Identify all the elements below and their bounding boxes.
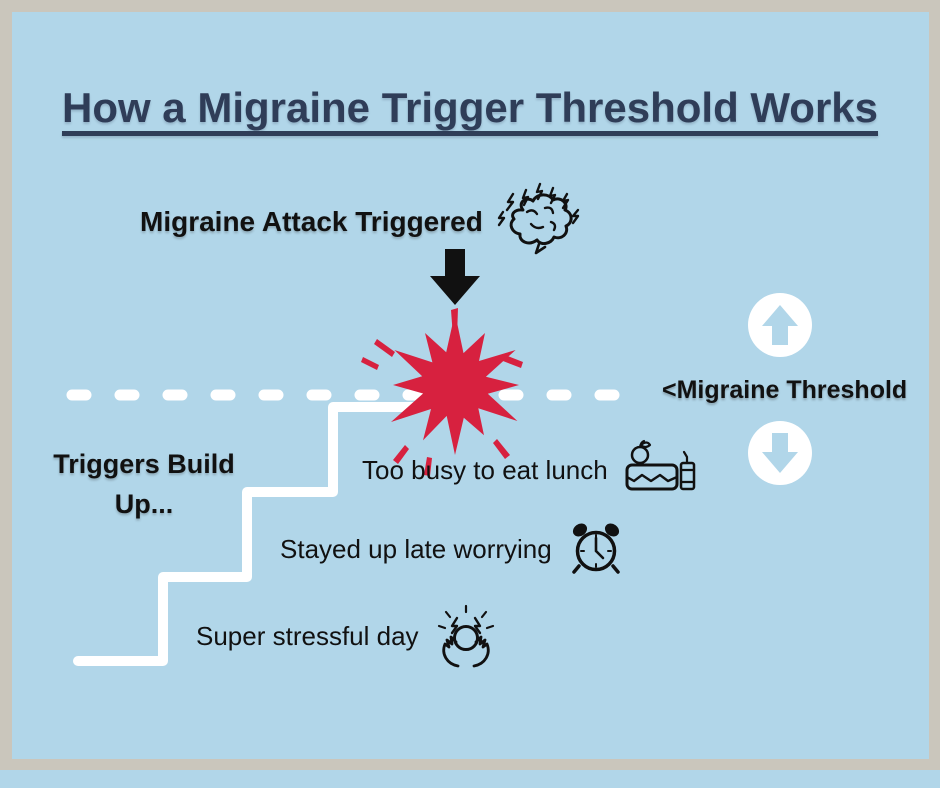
step-row-stress: Super stressful day bbox=[196, 598, 498, 675]
down-arrow-icon bbox=[430, 249, 480, 305]
alarm-clock-icon bbox=[567, 518, 625, 581]
threshold-label: <Migraine Threshold bbox=[662, 376, 908, 404]
staircase bbox=[73, 402, 419, 666]
lunchbox-icon bbox=[623, 437, 697, 504]
step-row-worry: Stayed up late worrying bbox=[280, 518, 625, 581]
step-label: Stayed up late worrying bbox=[280, 534, 552, 564]
attack-label: Migraine Attack Triggered bbox=[140, 205, 483, 237]
step-label: Super stressful day bbox=[196, 621, 419, 651]
stress-icon bbox=[434, 598, 498, 675]
triggers-heading: Triggers Build Up... bbox=[53, 449, 235, 519]
bottom-strip bbox=[0, 770, 940, 788]
arrow-up-circle-icon bbox=[748, 293, 812, 357]
step-row-lunch: Too busy to eat lunch bbox=[362, 437, 697, 504]
page-title: How a Migraine Trigger Threshold Works bbox=[61, 84, 879, 131]
step-label: Too busy to eat lunch bbox=[362, 455, 608, 485]
attack-row: Migraine Attack Triggered bbox=[140, 180, 585, 263]
brain-lightning-icon bbox=[493, 180, 585, 263]
burst-icon bbox=[361, 308, 523, 476]
threshold-dashed-line bbox=[66, 389, 654, 401]
arrow-down-circle-icon bbox=[748, 421, 812, 485]
